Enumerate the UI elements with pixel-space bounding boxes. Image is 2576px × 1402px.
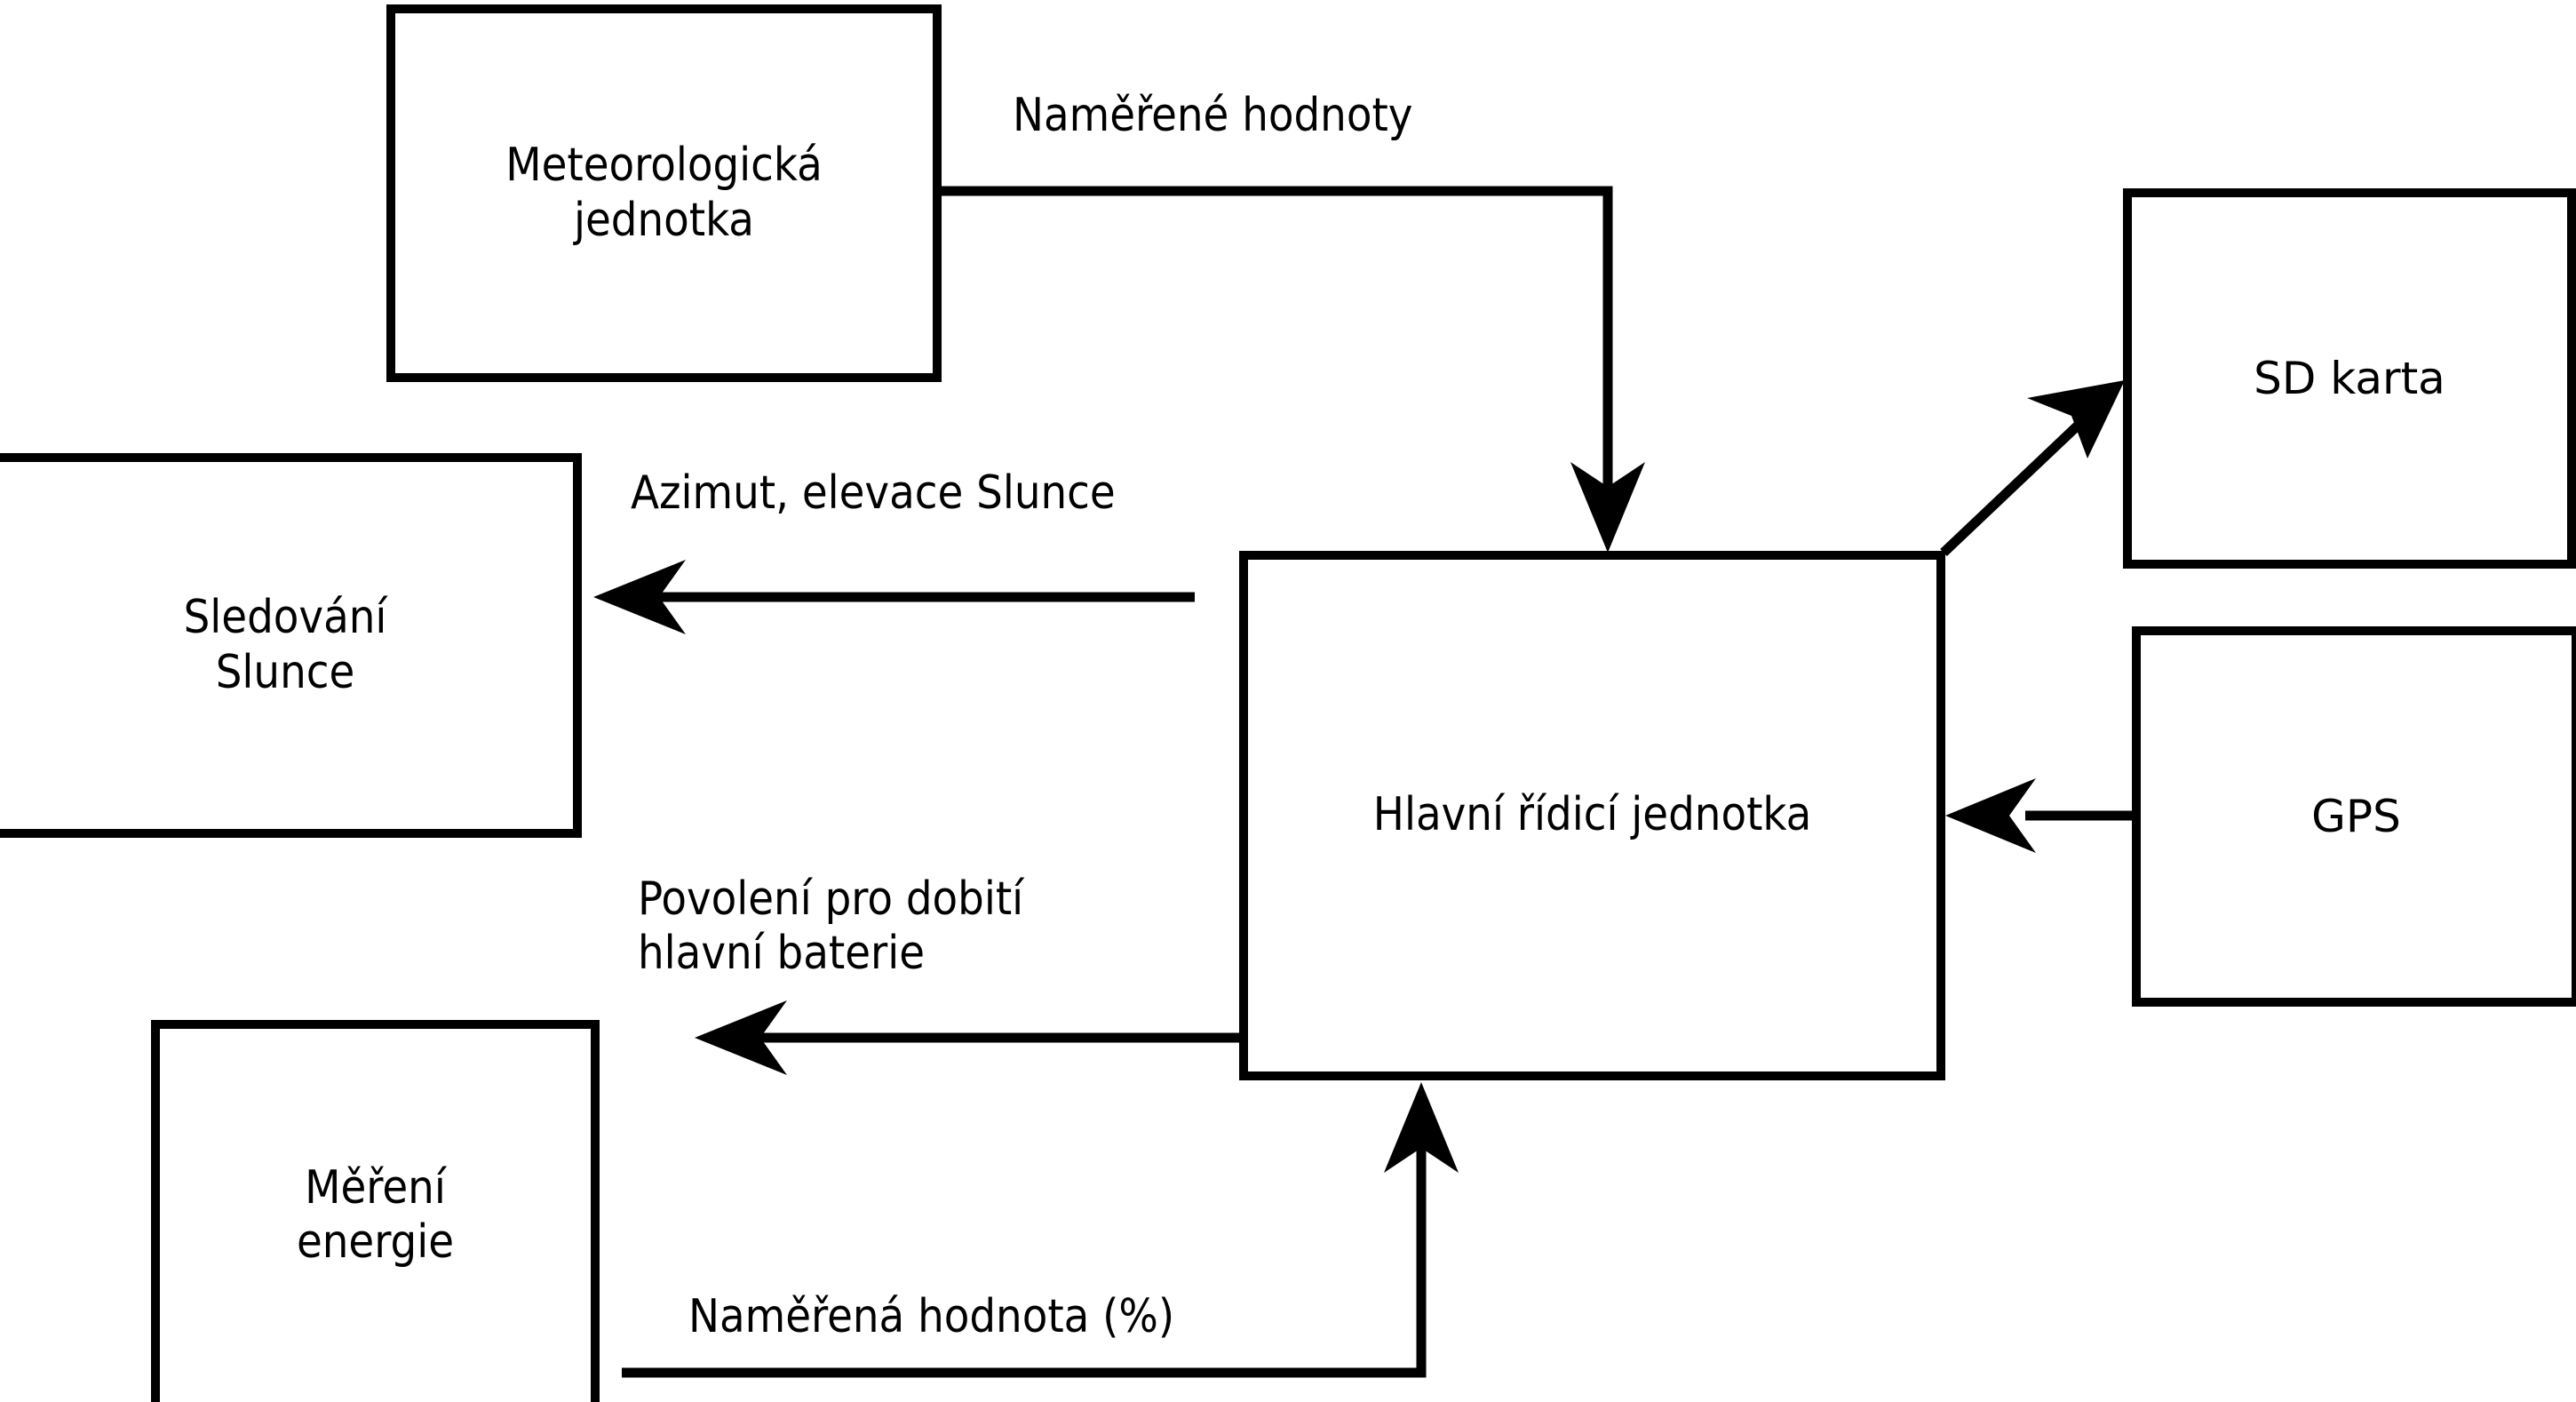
node-sun-tracking[interactable] bbox=[0, 453, 582, 838]
node-energy-measurement[interactable] bbox=[151, 1020, 600, 1402]
edge-main-to-sun-tracking bbox=[593, 560, 1195, 634]
edge-main-to-energy bbox=[695, 1000, 1239, 1075]
node-gps[interactable] bbox=[2132, 626, 2576, 1007]
edge-gps-to-main bbox=[1945, 778, 2132, 853]
node-main-control-unit[interactable] bbox=[1239, 551, 1945, 1080]
node-meteo-unit[interactable] bbox=[386, 4, 942, 382]
edge-main-to-sd-card bbox=[1940, 380, 2125, 556]
edge-meteo-to-main bbox=[942, 186, 1645, 553]
edge-energy-to-main bbox=[622, 1082, 1459, 1378]
node-sd-card[interactable] bbox=[2123, 188, 2576, 569]
